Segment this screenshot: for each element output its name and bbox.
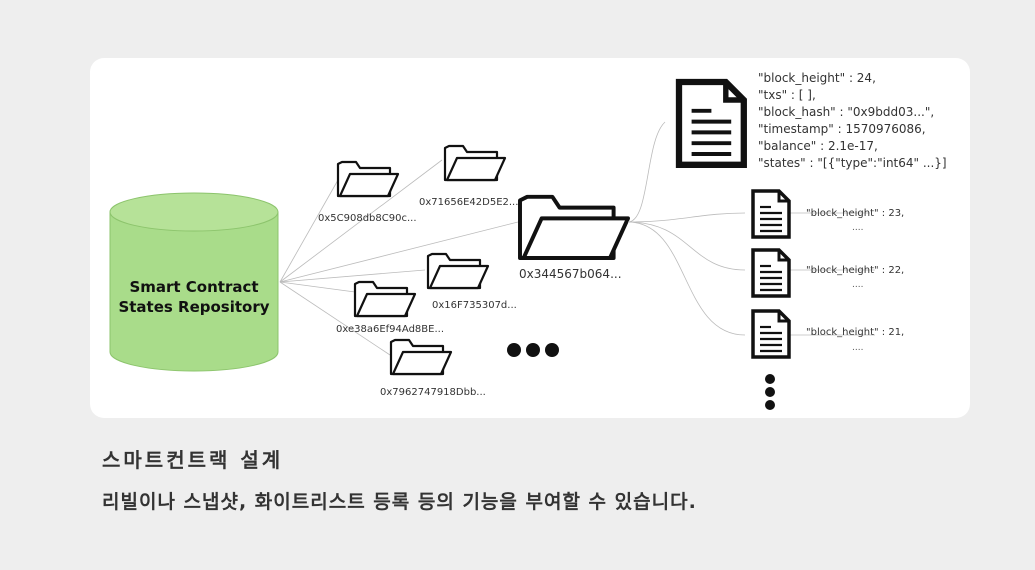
document-icon xyxy=(751,248,791,298)
latest-state-document-icon[interactable] xyxy=(675,78,747,168)
folder-icon xyxy=(443,144,507,182)
latest-state-line: "block_height" : 24, xyxy=(758,71,876,85)
document-icon xyxy=(751,309,791,359)
folder-label: 0x16F735307d... xyxy=(432,300,517,311)
latest-state-line: "block_hash" : "0x9bdd03...", xyxy=(758,105,934,119)
state-document-ellipsis: .... xyxy=(852,280,863,290)
state-document-ellipsis: .... xyxy=(852,223,863,233)
caption-description: 리빌이나 스냅샷, 화이트리스트 등록 등의 기능을 부여할 수 있습니다. xyxy=(102,491,697,513)
state-document-ellipsis: .... xyxy=(852,343,863,353)
folder-item-5[interactable]: 0x7962747918Dbb... xyxy=(380,338,486,398)
repo-connectors xyxy=(279,159,519,356)
folder-label: 0x71656E42D5E2... xyxy=(419,197,518,208)
folder-item-3[interactable]: 0x16F735307d... xyxy=(426,252,517,311)
more-folders-ellipsis xyxy=(507,343,559,357)
folder-icon xyxy=(426,252,490,290)
document-icon xyxy=(751,189,791,239)
folder-item-4[interactable]: 0xe38a6Ef94Ad8BE... xyxy=(336,280,444,335)
folder-item-1[interactable]: 0x5C908db8C90c... xyxy=(318,160,417,224)
state-document-23[interactable]: "block_height" : 23, .... xyxy=(751,189,904,239)
repository-label-line2: States Repository xyxy=(118,298,269,316)
more-states-ellipsis xyxy=(765,374,775,410)
folder-label: 0xe38a6Ef94Ad8BE... xyxy=(336,324,444,335)
latest-state-line: "timestamp" : 1570976086, xyxy=(758,122,926,136)
repository-label-line1: Smart Contract xyxy=(129,278,258,296)
latest-state-line: "txs" : [ ], xyxy=(758,88,816,102)
caption-title: 스마트컨트랙 설계 xyxy=(102,448,284,472)
folder-icon xyxy=(389,338,453,376)
selected-folder[interactable] xyxy=(518,194,630,260)
state-document-label: "block_height" : 22, xyxy=(806,265,904,276)
latest-state-line: "states" : "[{"type":"int64" ...}] xyxy=(758,156,947,170)
folder-item-2[interactable]: 0x71656E42D5E2... xyxy=(419,144,518,208)
state-document-label: "block_height" : 21, xyxy=(806,327,904,338)
state-document-21[interactable]: "block_height" : 21, .... xyxy=(751,309,904,359)
state-connectors xyxy=(627,121,875,336)
repository-cylinder: Smart Contract States Repository xyxy=(109,192,279,372)
folder-icon xyxy=(353,280,417,318)
state-document-22[interactable]: "block_height" : 22, .... xyxy=(751,248,904,298)
latest-state-json: "block_height" : 24, "txs" : [ ], "block… xyxy=(758,71,947,170)
diagram-canvas: Smart Contract States Repository 0x5C908… xyxy=(109,71,947,410)
folder-label: 0x5C908db8C90c... xyxy=(318,213,417,224)
latest-state-line: "balance" : 2.1e-17, xyxy=(758,139,878,153)
folder-icon xyxy=(336,160,400,198)
state-document-label: "block_height" : 23, xyxy=(806,208,904,219)
folder-label: 0x7962747918Dbb... xyxy=(380,387,486,398)
selected-folder-label: 0x344567b064... xyxy=(519,267,622,281)
